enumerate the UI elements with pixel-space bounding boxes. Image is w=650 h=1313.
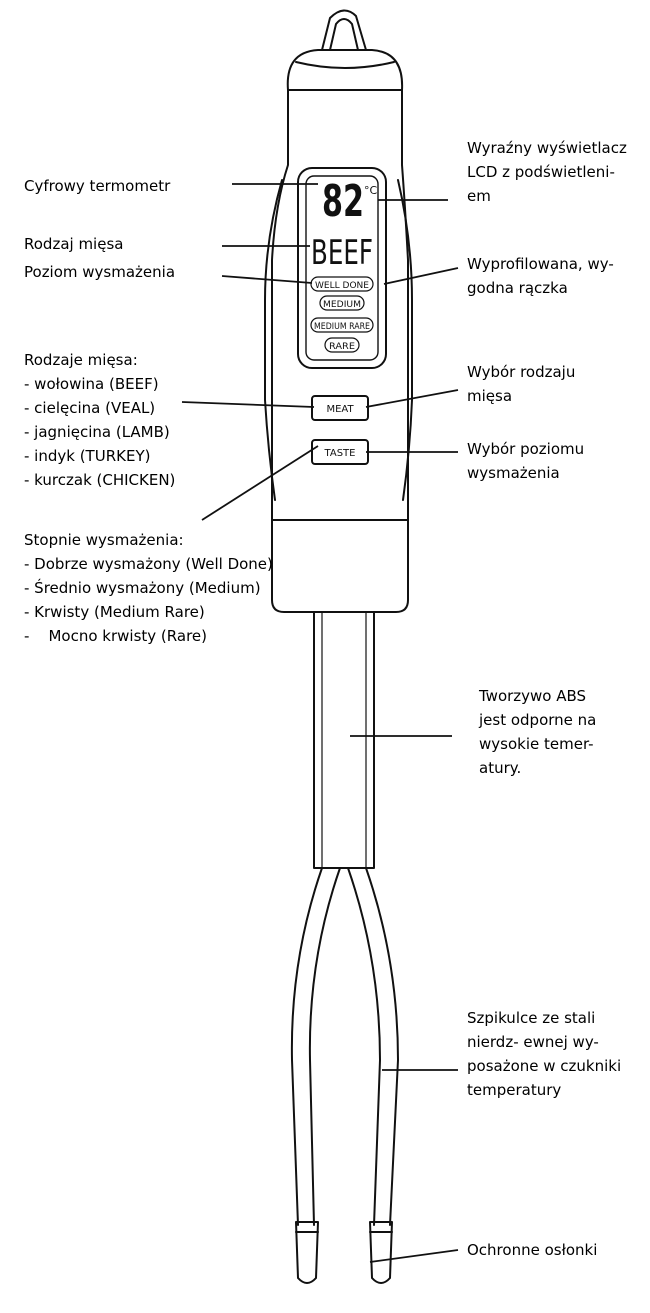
label-line: wysmażenia [467, 464, 560, 482]
label-meat-type: Rodzaj mięsa [24, 235, 124, 253]
meat-type-item: - jagnięcina (LAMB) [24, 423, 170, 441]
label-ergonomic-handle: Wyprofilowana, wy- godna rączka [467, 252, 614, 300]
meat-button[interactable] [311, 395, 369, 421]
lcd-meat-type: BEEF [311, 233, 373, 273]
grip-left [264, 179, 283, 501]
lcd-screen [305, 175, 379, 361]
meat-type-item: - kurczak (CHICKEN) [24, 471, 176, 489]
doneness-degree-item: - Mocno krwisty (Rare) [24, 627, 207, 645]
lcd-level-box-rare [324, 337, 360, 353]
meat-type-item: - indyk (TURKEY) [24, 447, 151, 465]
doneness-degree-item: - Krwisty (Medium Rare) [24, 603, 205, 621]
leader-caps [369, 1249, 459, 1263]
leader-doneness [221, 275, 313, 284]
label-line: Tworzywo ABS [479, 687, 587, 705]
label-line: wysokie temer- [479, 735, 594, 753]
label-line: LCD z podświetleni- [467, 163, 615, 181]
leader-handle [383, 267, 459, 285]
lcd-level-box-medium-rare [310, 317, 374, 333]
lcd-level-well-done: WELL DONE [315, 281, 369, 291]
label-line: Wybór rodzaju [467, 363, 576, 381]
leader-doneness-list [201, 445, 319, 521]
leader-meat-list [181, 401, 315, 408]
label-taste-button: Wybór poziomu wysmażenia [467, 437, 584, 485]
lcd-level-rare: RARE [329, 342, 355, 352]
label-line: Wyprofilowana, wy- [467, 255, 614, 273]
lcd-level-medium-rare: MEDIUM RARE [314, 322, 370, 332]
shaft-inner [321, 611, 367, 869]
hanging-loop [321, 9, 367, 51]
label-doneness-level: Poziom wysmażenia [24, 263, 176, 281]
lcd-level-box-medium [319, 295, 365, 311]
taste-button-label: TASTE [324, 448, 356, 459]
label-line: nierdz- ewnej wy- [467, 1033, 599, 1051]
label-meat-button: Wybór rodzaju mięsa [467, 360, 575, 408]
doneness-degree-item: - Dobrze wysmażony (Well Done) [24, 555, 273, 573]
shaft [313, 611, 375, 869]
label-abs-material: Tworzywo ABS jest odporne na wysokie tem… [479, 684, 596, 780]
label-protective-caps: Ochronne osłonki [467, 1238, 597, 1262]
meat-type-item: - wołowina (BEEF) [24, 375, 159, 393]
label-line: mięsa [467, 387, 513, 405]
grip-right [397, 179, 413, 501]
lcd-level-medium: MEDIUM [323, 300, 361, 310]
leader-meat-button [365, 389, 459, 408]
doneness-degrees-title: Stopnie wysmażenia: [24, 531, 184, 549]
label-line: Wyraźny wyświetlacz [467, 139, 627, 157]
meat-types-list: Rodzaje mięsa: - wołowina (BEEF) - cielę… [24, 348, 175, 492]
cap-left [295, 1221, 319, 1284]
hanging-loop-inner [329, 18, 359, 51]
label-lcd-display: Wyraźny wyświetlacz LCD z podświetleni- … [467, 136, 627, 208]
meat-type-item: - cielęcina (VEAL) [24, 399, 156, 417]
label-line: Ochronne osłonki [467, 1241, 598, 1259]
top-cap-groove [295, 61, 395, 69]
handle-body [271, 89, 409, 521]
top-cap [286, 49, 404, 91]
label-line: godna rączka [467, 279, 568, 297]
label-line: posażone w czukniki [467, 1057, 622, 1075]
lcd-level-box-well-done [310, 276, 374, 292]
meat-types-title: Rodzaje mięsa: [24, 351, 138, 369]
doneness-degrees-list: Stopnie wysmażenia: - Dobrze wysmażony (… [24, 528, 273, 648]
label-line: jest odporne na [479, 711, 597, 729]
collar [271, 519, 409, 613]
lcd-temperature: 82 [322, 176, 364, 227]
meat-button-label: MEAT [326, 404, 354, 415]
label-line: Wybór poziomu [467, 440, 585, 458]
lcd-unit: °C [364, 184, 378, 197]
label-digital-thermometer: Cyfrowy termometr [24, 177, 171, 195]
prong-left [290, 867, 341, 1226]
cap-right [369, 1221, 393, 1284]
label-line: atury. [479, 759, 522, 777]
doneness-degree-item: - Średnio wysmażony (Medium) [24, 579, 261, 597]
label-line: temperatury [467, 1081, 562, 1099]
prong-right [347, 867, 399, 1226]
label-steel-prongs: Szpikulce ze stali nierdz- ewnej wy- pos… [467, 1006, 621, 1102]
lcd-frame [297, 167, 387, 369]
label-line: em [467, 187, 491, 205]
label-line: Szpikulce ze stali [467, 1009, 596, 1027]
